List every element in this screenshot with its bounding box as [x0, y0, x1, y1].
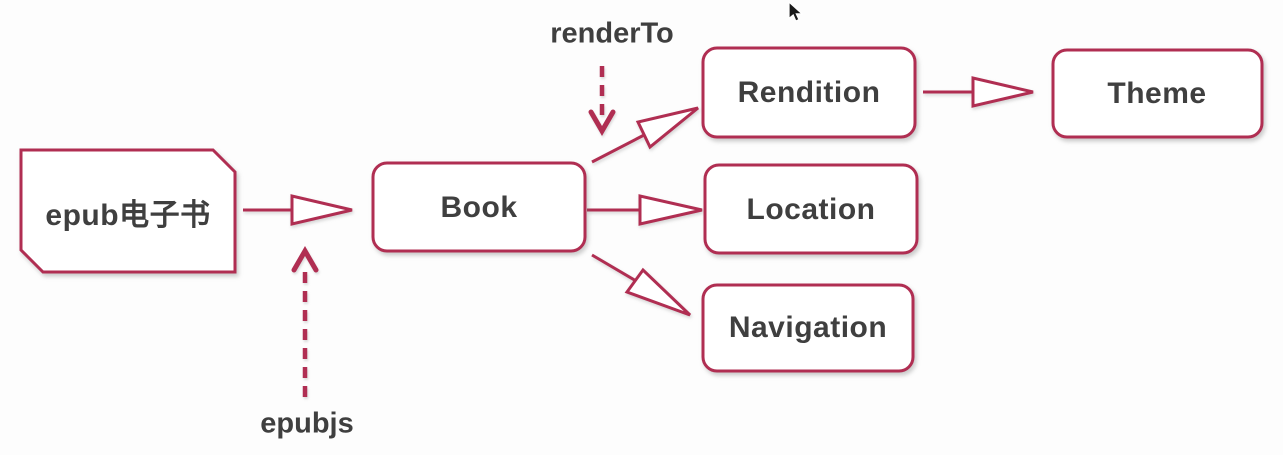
node-book-shape	[371, 161, 587, 253]
edge-epub-to-book	[243, 194, 353, 226]
node-location-shape	[703, 163, 919, 255]
node-theme-shape	[1051, 48, 1264, 139]
node-epub-ebook-shape	[19, 148, 237, 274]
node-rendition-shape	[701, 46, 917, 139]
node-theme-label: Theme	[1107, 77, 1207, 110]
edge-book-to-navigation	[591, 253, 692, 317]
node-navigation-shape	[701, 283, 915, 373]
mouse-cursor-icon	[788, 0, 804, 22]
node-rendition-label: Rendition	[737, 76, 881, 109]
edge-book-to-location	[587, 194, 703, 226]
node-navigation-label: Navigation	[728, 311, 888, 344]
node-epub-ebook-label: epub电子书	[45, 199, 211, 232]
edge-book-to-rendition	[591, 106, 699, 164]
node-location-label: Location	[746, 193, 876, 226]
epubjs-annotation-label: epubjs	[260, 407, 354, 440]
render-to-annotation-label: renderTo	[550, 17, 674, 50]
node-book-label: Book	[440, 191, 518, 224]
epubjs-dashed-arrow	[291, 246, 319, 397]
render-to-dashed-arrow	[588, 66, 616, 136]
edge-rendition-to-theme	[923, 76, 1034, 108]
